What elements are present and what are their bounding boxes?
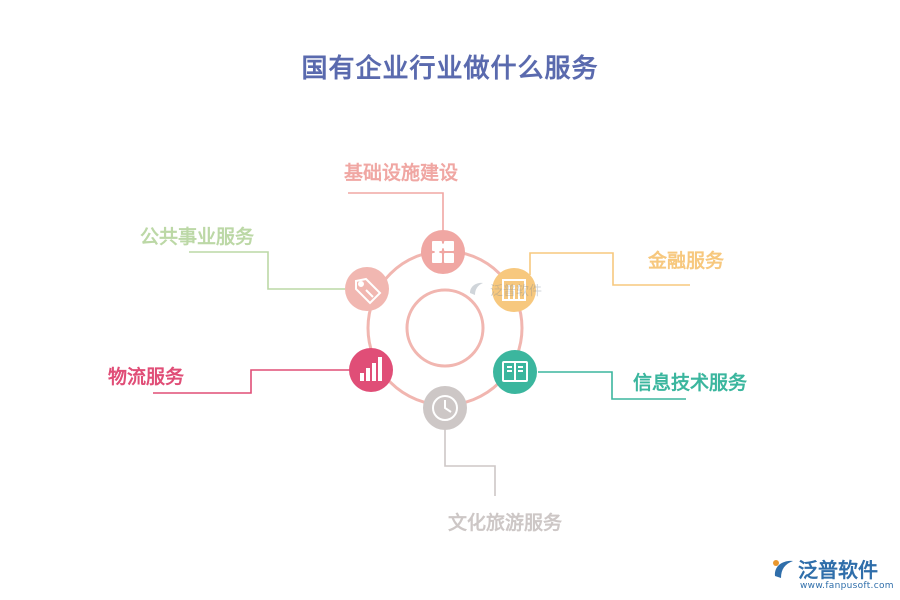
watermark-text: 泛普软件 bbox=[490, 284, 543, 299]
clock-icon bbox=[432, 395, 458, 421]
connector-infrastructure bbox=[348, 192, 444, 232]
node-logistics bbox=[349, 348, 393, 392]
label-public: 公共事业服务 bbox=[140, 226, 255, 248]
tag-icon bbox=[355, 277, 382, 305]
node-infrastructure bbox=[421, 230, 465, 274]
fanpu-logo-icon bbox=[773, 560, 793, 578]
label-finance: 金融服务 bbox=[648, 250, 725, 272]
connector-culture bbox=[444, 428, 496, 496]
label-logistics: 物流服务 bbox=[108, 366, 185, 388]
puzzle-icon bbox=[432, 241, 454, 263]
logo-url: www.fanpusoft.com bbox=[800, 581, 894, 591]
book-icon bbox=[502, 361, 528, 382]
watermark: 泛普软件 bbox=[466, 278, 556, 300]
connector-finance bbox=[529, 252, 690, 286]
bar-chart-icon bbox=[360, 357, 382, 381]
watermark-logo-icon bbox=[470, 282, 483, 295]
logo-name: 泛普软件 bbox=[798, 558, 878, 582]
inner-ring bbox=[405, 288, 485, 368]
connector-it bbox=[538, 371, 686, 400]
label-infrastructure: 基础设施建设 bbox=[344, 162, 459, 184]
connector-public bbox=[189, 251, 345, 290]
label-it: 信息技术服务 bbox=[633, 372, 748, 394]
page-title: 国有企业行业做什么服务 bbox=[301, 54, 599, 84]
brand-logo: 泛普软件 www.fanpusoft.com bbox=[770, 552, 895, 597]
label-culture: 文化旅游服务 bbox=[448, 512, 563, 534]
building-icon bbox=[502, 279, 526, 301]
node-public bbox=[345, 267, 389, 311]
connector-logistics bbox=[153, 369, 350, 394]
